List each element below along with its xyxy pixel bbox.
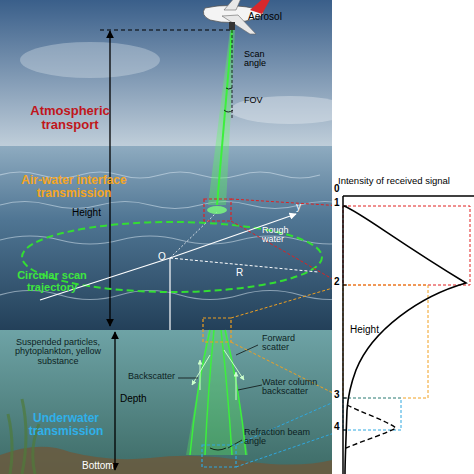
section-title: Air-water interface transmission: [8, 174, 140, 199]
bottom-echo-curve: [346, 405, 396, 448]
scatter-label: Forward scatter: [262, 334, 318, 353]
bottom-label: Bottom: [82, 461, 122, 472]
wave-lines: [0, 172, 360, 300]
laser-beam: [208, 30, 235, 205]
height-reference-line: [100, 30, 232, 31]
axis-label: O: [158, 252, 172, 263]
depth-arrow: [114, 332, 115, 470]
callout-number: 2: [334, 277, 344, 288]
axis-title: Height: [350, 325, 390, 336]
atmosphere-label: Aerosol: [248, 12, 308, 23]
radius-line: [170, 258, 318, 272]
radius-label: R: [236, 268, 250, 279]
refraction-angle-arc: [210, 448, 226, 450]
waveform-curve: [344, 206, 466, 474]
chart-background: [332, 0, 474, 474]
surface-leader: [231, 199, 343, 206]
z-axis: [169, 258, 170, 330]
trajectory-label: Circular scan trajectory: [6, 270, 98, 293]
surface-leader: [231, 221, 343, 285]
angle-label: Scan angle: [244, 50, 280, 69]
water-column-box: [203, 318, 231, 342]
dimension-label: Depth: [120, 394, 160, 405]
leader-line: [178, 378, 198, 379]
backscatter-arrow: [200, 360, 201, 390]
section-title: Underwater transmission: [16, 412, 116, 437]
sky-background: [0, 0, 332, 150]
surface-label: Rough water: [262, 226, 306, 245]
height-axis: [342, 196, 344, 474]
backscatter-arrow: [236, 372, 237, 400]
callout-number: 4: [334, 422, 344, 433]
intensity-axis: [343, 195, 474, 197]
leader-line: [238, 385, 262, 390]
axis-title: Intensity of received signal: [338, 176, 474, 186]
water-column-signal-box: [343, 285, 428, 398]
callout-number: 0: [334, 184, 344, 195]
laser-footprint: [207, 206, 227, 214]
underwater-beam: [186, 330, 248, 455]
water-column-leader: [231, 285, 343, 318]
underwater-beam-rays: [190, 330, 246, 455]
forward-scatter-arrow: [224, 350, 244, 380]
laser-beam-axis: [217, 30, 232, 205]
section-title: Atmospheric transport: [15, 104, 125, 131]
axis-label: y: [296, 202, 310, 213]
fov-arc: [224, 110, 233, 112]
scan-angle-arc: [226, 88, 232, 89]
angle-label: FOV: [244, 96, 274, 105]
nadir-line: [232, 30, 233, 120]
scatter-label: Backscatter: [128, 372, 182, 381]
callout-number: 3: [334, 390, 344, 401]
seabed: [0, 447, 332, 474]
cloud: [20, 42, 160, 78]
bottom-return-box: [202, 445, 236, 467]
scatter-label: Water column backscatter: [262, 378, 326, 397]
footprint-radius: [170, 212, 217, 258]
leader-line: [228, 440, 242, 448]
dimension-label: Height: [72, 208, 108, 219]
surface-return-box: [204, 199, 231, 221]
angle-label: Refraction beam angle: [244, 428, 320, 447]
forward-scatter-arrow: [192, 355, 210, 385]
axis-ticks: [343, 206, 347, 430]
callout-number: 1: [334, 198, 344, 209]
underwater-background: [0, 330, 332, 474]
medium-label: Suspended particles, phytoplankton, yell…: [4, 338, 112, 366]
